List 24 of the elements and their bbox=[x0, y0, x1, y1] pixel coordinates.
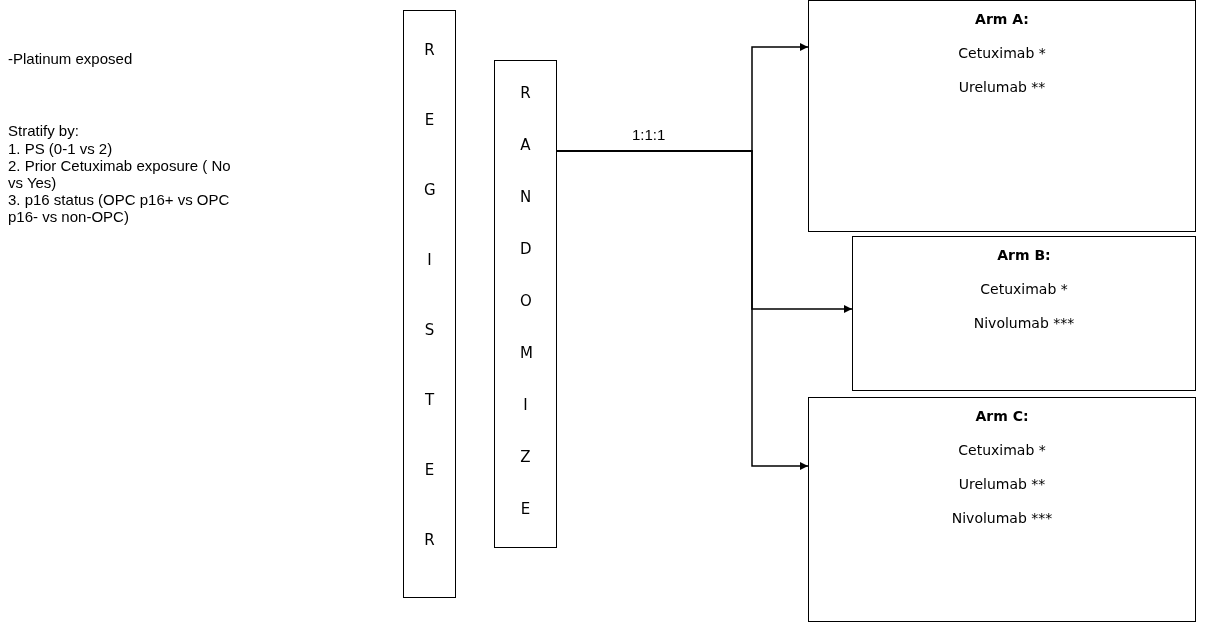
drug-name: Urelumab ** bbox=[958, 476, 1046, 492]
process-box bbox=[403, 10, 456, 598]
ratio-label: 1:1:1 bbox=[632, 126, 666, 143]
drug-name: Cetuximab * bbox=[980, 281, 1068, 297]
drug-name: Nivolumab *** bbox=[973, 315, 1075, 331]
arrow bbox=[556, 150, 809, 470]
drug-name: Cetuximab * bbox=[958, 442, 1046, 458]
process-box bbox=[808, 0, 1196, 232]
drug-name: Urelumab ** bbox=[958, 79, 1046, 95]
drug-name: Nivolumab *** bbox=[951, 510, 1053, 526]
process-box bbox=[808, 397, 1196, 622]
note-text: -Platinum exposed bbox=[8, 50, 133, 67]
note-text: 3. p16 status (OPC p16+ vs OPC p16- vs non-OPC) bbox=[8, 191, 231, 225]
vertical-label: REGISTER bbox=[424, 40, 435, 551]
arm-heading: Arm A: bbox=[975, 11, 1029, 27]
vertical-label: RANDOMIZE bbox=[520, 83, 531, 520]
note-text: 2. Prior Cetuximab exposure ( No vs Yes) bbox=[8, 157, 232, 191]
arm-heading: Arm B: bbox=[997, 247, 1051, 263]
drug-name: Cetuximab * bbox=[958, 45, 1046, 61]
arm-heading: Arm C: bbox=[975, 408, 1029, 424]
process-box bbox=[852, 236, 1196, 391]
note-text: 1. PS (0-1 vs 2) bbox=[8, 140, 113, 157]
process-box bbox=[494, 60, 557, 548]
note-text: Stratify by: bbox=[8, 122, 79, 139]
